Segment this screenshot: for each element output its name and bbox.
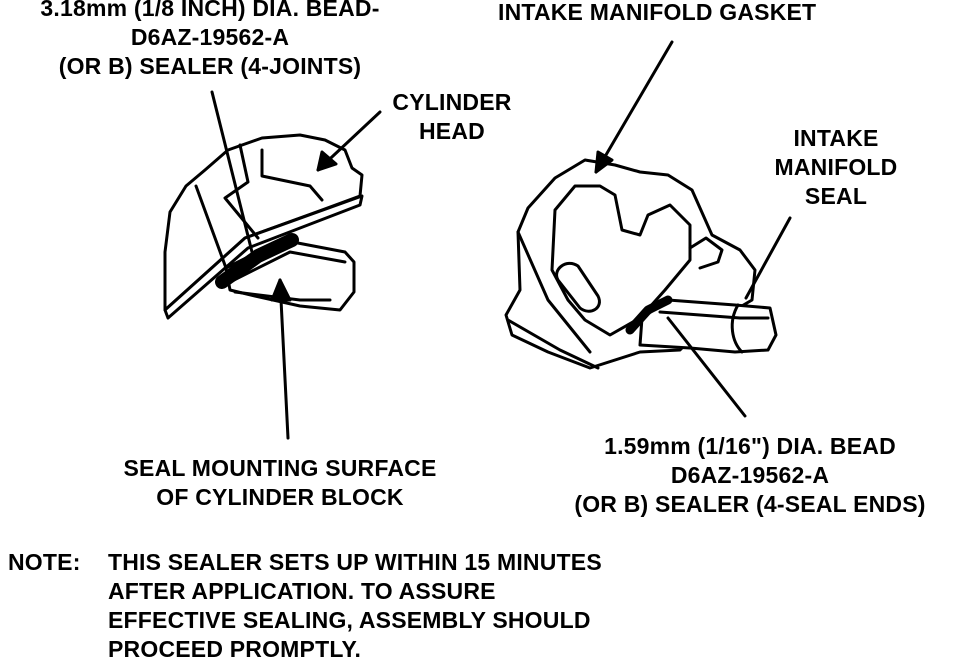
- intake-gasket-slot: [555, 261, 601, 313]
- label-intake-seal-line2: MANIFOLD: [774, 154, 898, 180]
- label-bead-small-line1: 1.59mm (1/16") DIA. BEAD: [604, 433, 896, 459]
- label-bead-large-line1: 3.18mm (1/8 INCH) DIA. BEAD-: [40, 0, 380, 21]
- arrow-seal-surface: [270, 278, 292, 302]
- label-intake-gasket: INTAKE MANIFOLD GASKET: [498, 0, 817, 25]
- cylinder-block-top-face: [228, 250, 347, 284]
- label-bead-large-line3: (OR B) SEALER (4-JOINTS): [58, 53, 362, 79]
- intake-gasket-inner-edge: [516, 230, 592, 354]
- intake-seal-top: [658, 310, 770, 320]
- label-seal-surface-line1: SEAL MOUNTING SURFACE: [123, 455, 437, 481]
- label-bead-large: 3.18mm (1/8 INCH) DIA. BEAD- D6AZ-19562-…: [0, 0, 420, 81]
- label-bead-large-line2: D6AZ-19562-A: [130, 24, 290, 50]
- cylinder-head-rib-2: [260, 148, 324, 202]
- cylinder-head-illustration: [163, 133, 364, 320]
- arrow-cylinder-head: [316, 150, 338, 172]
- label-cylinder-head: CYLINDER HEAD: [372, 88, 532, 146]
- leader-intake-seal: [744, 216, 792, 300]
- note-line: AFTER APPLICATION. TO ASSURE: [108, 578, 496, 604]
- note-prefix: NOTE:: [8, 549, 81, 575]
- intake-gasket-edge-2: [506, 318, 600, 370]
- leader-bead-small: [666, 316, 747, 418]
- cylinder-block-front-face: [233, 290, 332, 302]
- label-seal-surface: SEAL MOUNTING SURFACE OF CYLINDER BLOCK: [80, 454, 480, 512]
- label-bead-small-line3: (OR B) SEALER (4-SEAL ENDS): [574, 491, 926, 517]
- intake-gasket-opening: [550, 184, 692, 337]
- label-intake-seal-line3: SEAL: [804, 183, 868, 209]
- label-cylinder-head-line2: HEAD: [419, 118, 485, 144]
- label-intake-seal: INTAKE MANIFOLD SEAL: [756, 124, 916, 211]
- leader-seal-surface: [278, 278, 290, 440]
- arrow-intake-gasket: [594, 150, 614, 174]
- leader-intake-gasket: [594, 40, 674, 174]
- note-line: EFFECTIVE SEALING, ASSEMBLY SHOULD: [108, 607, 591, 633]
- cylinder-head-gasket-face: [163, 194, 364, 320]
- label-cylinder-head-line1: CYLINDER: [392, 89, 512, 115]
- cylinder-head-flange: [194, 184, 228, 270]
- note-line: THIS SEALER SETS UP WITHIN 15 MINUTES: [108, 549, 602, 575]
- intake-seal-illustration: [638, 298, 778, 354]
- label-bead-small-line2: D6AZ-19562-A: [670, 462, 830, 488]
- assembly-note: NOTE: THIS SEALER SETS UP WITHIN 15 MINUT…: [8, 548, 602, 664]
- label-bead-small: 1.59mm (1/16") DIA. BEAD D6AZ-19562-A (O…: [540, 432, 960, 519]
- sealer-bead-large: [215, 233, 299, 289]
- label-seal-surface-line2: OF CYLINDER BLOCK: [156, 484, 404, 510]
- leader-bead-large: [210, 90, 254, 254]
- sealer-bead-small: [625, 295, 673, 335]
- note-line: PROCEED PROMPTLY.: [108, 636, 362, 662]
- intake-gasket-tab: [688, 236, 724, 270]
- intake-seal-end: [730, 303, 744, 354]
- label-intake-seal-line1: INTAKE: [793, 125, 879, 151]
